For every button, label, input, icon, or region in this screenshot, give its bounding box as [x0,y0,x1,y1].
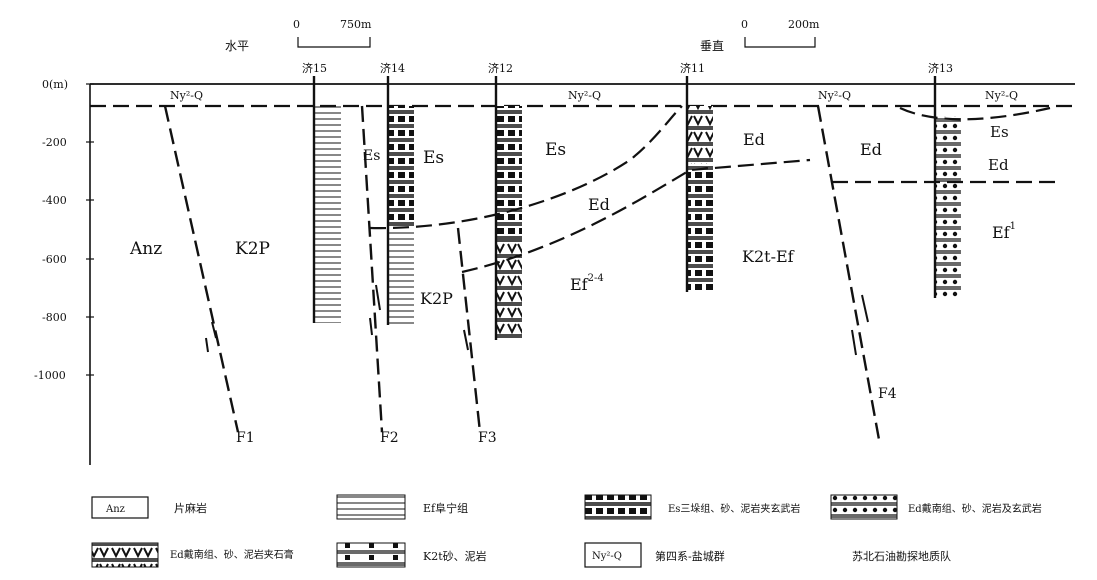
unit-anz: Anz [129,239,162,259]
legend-swatch-ny [584,542,642,568]
fault-f3: F3 [456,227,497,446]
well-label: 济14 [380,61,405,75]
fault-f1: F1 [163,105,255,446]
legend-code: Ny²-Q [592,551,622,562]
unit-ef1: Ef1 [992,221,1016,242]
depth-labels: 0(m) -200 -400 -600 -800 -1000 [34,78,68,382]
vertical-scale-label: 垂直 [700,39,724,53]
top-unit-label-3: Ny²-Q [818,89,851,102]
legend-text: 片麻岩 [174,501,207,515]
vertical-scale-zero: 0 [741,18,748,31]
top-unit-label-1: Ny²-Q [170,89,203,102]
well-label: 济12 [488,61,513,75]
legend-swatch-k2t [336,542,406,568]
well-ji15: 济15 [302,61,341,323]
unit-k2t-ef: K2t-Ef [742,247,795,266]
depth-label: -600 [42,253,67,266]
depth-label: -400 [42,194,67,207]
legend-swatch-es [584,494,652,520]
legend-swatch-anz [91,496,149,519]
legend-swatch-ef [336,494,406,520]
legend-text: Es三垛组、砂、泥岩夹玄武岩 [668,502,800,515]
unit-ed-right: Ed [860,140,882,159]
fault-label: F3 [478,430,497,446]
fault-label: F1 [236,430,255,446]
depth-label: -200 [42,136,67,149]
vertical-scale: 垂直 0 200m [700,18,820,53]
well-ji13: 济13 [928,61,961,298]
depth-label: -800 [42,311,67,324]
fault-f4: F4 [816,105,897,446]
top-unit-label-2: Ny²-Q [568,89,601,102]
horizontal-scale: 水平 0 750m [225,18,372,53]
unit-es-13: Es [990,123,1009,141]
unit-ed-mid: Ed [588,195,610,214]
well-ji12: 济12 [488,61,522,340]
well-label: 济11 [680,61,705,75]
unit-k2p-inner: K2P [420,289,453,308]
legend-text: 第四系-盐城群 [655,549,725,563]
unit-es-12: Es [545,140,566,160]
legend-text: K2t砂、泥岩 [423,549,487,563]
unit-ef24: Ef2-4 [570,273,604,294]
legend-swatch-ed [830,494,898,520]
legend-text: Ed戴南组、砂、泥岩夹石膏 [170,548,294,561]
fault-label: F2 [380,430,399,446]
horizontal-scale-label: 水平 [225,39,249,53]
boundary-es-ed [369,105,683,230]
well-label: 济15 [302,61,327,75]
legend-swatch-ed2 [91,542,159,568]
legend-text: Ef阜宁组 [423,501,468,515]
legend-code: Anz [105,504,125,515]
depth-label: 0(m) [42,78,68,91]
well-ji14: 济14 [380,61,414,325]
legend: Anz 片麻岩 Ef阜宁组 Es三垛组、砂、泥岩夹玄武岩 Ed戴南组、砂、泥岩及… [91,494,1042,568]
horizontal-scale-value: 750m [340,18,372,31]
boundary-es-ed-13 [899,106,1051,121]
well-ji11: 济11 [680,61,713,292]
unit-ed-13: Ed [988,156,1009,174]
fault-f2: F2 [360,105,399,446]
unit-ed-11: Ed [743,130,765,149]
legend-credit: 苏北石油勘探地质队 [852,549,951,563]
horizontal-scale-zero: 0 [293,18,300,31]
horizontal-scale-bar [297,37,371,48]
depth-label: -1000 [34,369,66,382]
vertical-scale-bar [744,37,816,48]
well-label: 济13 [928,61,953,75]
fault-label: F4 [878,386,897,402]
unit-es-small: Es [363,148,380,164]
boundary-ed-k2t [461,158,811,274]
vertical-scale-value: 200m [788,18,820,31]
top-unit-label-4: Ny²-Q [985,89,1018,102]
unit-es-14: Es [423,148,444,168]
depth-ticks [86,83,94,376]
legend-text: Ed戴南组、砂、泥岩及玄武岩 [908,502,1042,515]
unit-k2p: K2P [235,239,270,259]
